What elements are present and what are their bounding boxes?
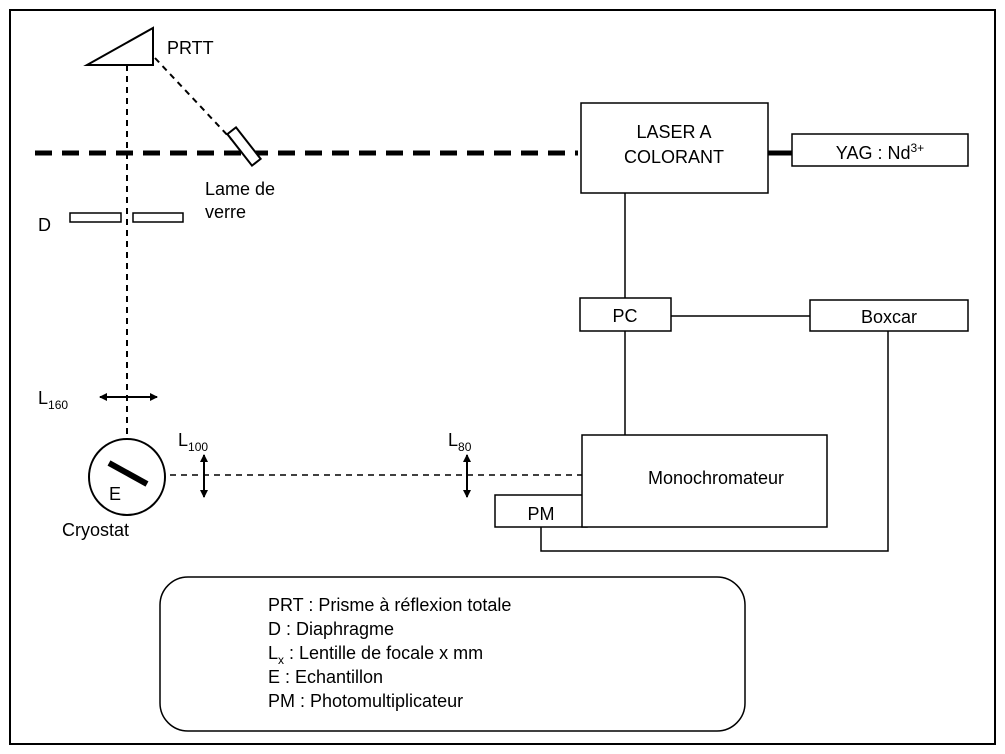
monochromator-label: Monochromateur: [648, 468, 784, 488]
lame-label-line1: Lame de: [205, 179, 275, 199]
legend-line-lx-sub: x: [278, 653, 284, 667]
legend-line-lx: Lx : Lentille de focale x mm: [268, 643, 483, 667]
legend-line-e: E : Echantillon: [268, 667, 383, 687]
l160-label: L160: [38, 388, 68, 412]
yag-box: [791, 133, 969, 167]
legend-line-lx-main: L: [268, 643, 278, 663]
l100-label-sub: 100: [188, 440, 208, 454]
l160-label-main: L: [38, 388, 48, 408]
pm-box: [494, 494, 588, 528]
pm-to-boxcar-line: [540, 331, 889, 552]
yag-label: YAG : Nd3+: [836, 141, 924, 163]
laser-label-line1: LASER A: [636, 122, 711, 142]
d-label: D: [38, 215, 51, 235]
legend-line-pm: PM : Photomultiplicateur: [268, 691, 463, 711]
laser-box: [580, 102, 769, 194]
legend-line-prt: PRT : Prisme à réflexion totale: [268, 595, 511, 615]
legend-line-lx-rest: : Lentille de focale x mm: [284, 643, 483, 663]
laser-label-line2: COLORANT: [624, 147, 724, 167]
e-label: E: [109, 484, 121, 504]
lame-label-line2: verre: [205, 202, 246, 222]
legend-box: [159, 576, 746, 732]
pm-label: PM: [528, 504, 555, 524]
cryostat-icon: [88, 438, 166, 516]
l80-label-sub: 80: [458, 440, 472, 454]
yag-label-sup: 3+: [911, 141, 925, 155]
prtt-label: PRTT: [167, 38, 214, 58]
l160-label-sub: 160: [48, 398, 68, 412]
diagram-frame: [9, 9, 996, 745]
prism-icon: [83, 26, 154, 66]
boxcar-box: [809, 299, 969, 332]
glass-plate-icon: [225, 125, 263, 168]
l80-label: L80: [448, 430, 472, 454]
legend-line-d: D : Diaphragme: [268, 619, 394, 639]
diaphragm-right-icon: [132, 212, 184, 223]
l100-label: L100: [178, 430, 208, 454]
l100-label-main: L: [178, 430, 188, 450]
yag-label-main: YAG : Nd: [836, 143, 911, 163]
pc-label: PC: [612, 306, 637, 326]
reflected-beam: [154, 57, 233, 141]
l80-label-main: L: [448, 430, 458, 450]
sample-icon: [107, 460, 149, 487]
monochromator-box: [581, 434, 828, 528]
diaphragm-left-icon: [69, 212, 122, 223]
boxcar-label: Boxcar: [861, 307, 917, 327]
cryostat-label: Cryostat: [62, 520, 129, 540]
pc-box: [579, 297, 672, 332]
